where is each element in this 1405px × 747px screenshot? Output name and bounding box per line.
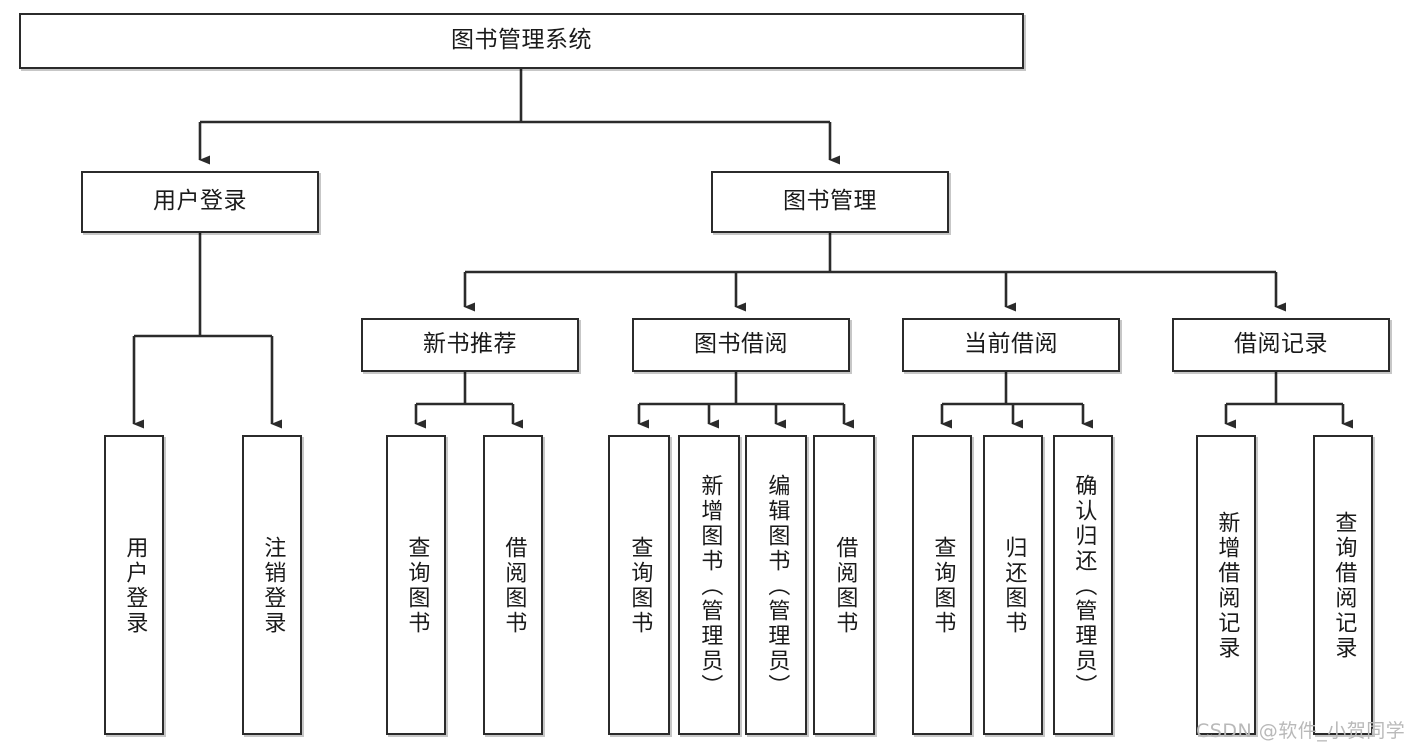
node-borrow-record[interactable]: 借阅记录 (1172, 318, 1390, 372)
node-new-book-recommend-label: 新书推荐 (423, 331, 517, 358)
node-leaf-borrow-book-recommend-label: 借阅图书 (501, 536, 527, 636)
node-current-borrow-label: 当前借阅 (964, 331, 1058, 358)
node-leaf-borrow-book-borrow[interactable]: 借阅图书 (813, 435, 875, 735)
node-leaf-query-book-borrow[interactable]: 查询图书 (608, 435, 670, 735)
node-leaf-add-borrow-record[interactable]: 新增借阅记录 (1196, 435, 1256, 735)
node-root-book-management-system[interactable]: 图书管理系统 (19, 13, 1024, 69)
node-leaf-return-book[interactable]: 归还图书 (983, 435, 1043, 735)
node-borrow-record-label: 借阅记录 (1234, 331, 1328, 358)
node-leaf-edit-book-admin-label: 编辑图书（管理员） (764, 473, 790, 699)
node-user-login[interactable]: 用户登录 (81, 171, 319, 233)
node-current-borrow[interactable]: 当前借阅 (902, 318, 1120, 372)
node-book-borrow-label: 图书借阅 (694, 331, 788, 358)
node-leaf-borrow-book-recommend[interactable]: 借阅图书 (483, 435, 543, 735)
node-book-borrow[interactable]: 图书借阅 (632, 318, 850, 372)
node-leaf-confirm-return-admin[interactable]: 确认归还（管理员） (1053, 435, 1113, 735)
node-book-management[interactable]: 图书管理 (711, 171, 949, 233)
node-book-management-label: 图书管理 (783, 188, 877, 215)
node-leaf-user-login[interactable]: 用户登录 (104, 435, 164, 735)
node-leaf-logout-login[interactable]: 注销登录 (242, 435, 302, 735)
node-leaf-edit-book-admin[interactable]: 编辑图书（管理员） (745, 435, 807, 735)
node-leaf-query-book-current-label: 查询图书 (930, 536, 956, 636)
node-leaf-borrow-book-borrow-label: 借阅图书 (832, 536, 858, 636)
node-user-login-label: 用户登录 (153, 188, 247, 215)
node-leaf-query-borrow-record-label: 查询借阅记录 (1331, 511, 1357, 661)
node-leaf-add-book-admin[interactable]: 新增图书（管理员） (678, 435, 740, 735)
node-leaf-query-book-recommend[interactable]: 查询图书 (386, 435, 446, 735)
node-root-book-management-system-label: 图书管理系统 (451, 27, 592, 54)
node-leaf-user-login-label: 用户登录 (122, 536, 148, 636)
node-leaf-return-book-label: 归还图书 (1001, 536, 1027, 636)
node-leaf-query-book-borrow-label: 查询图书 (627, 536, 653, 636)
node-leaf-add-borrow-record-label: 新增借阅记录 (1214, 511, 1240, 661)
node-new-book-recommend[interactable]: 新书推荐 (361, 318, 579, 372)
node-leaf-query-book-recommend-label: 查询图书 (404, 536, 430, 636)
node-leaf-query-borrow-record[interactable]: 查询借阅记录 (1313, 435, 1373, 735)
node-leaf-confirm-return-admin-label: 确认归还（管理员） (1071, 473, 1097, 699)
node-leaf-add-book-admin-label: 新增图书（管理员） (697, 473, 723, 699)
node-leaf-logout-login-label: 注销登录 (260, 536, 286, 636)
node-leaf-query-book-current[interactable]: 查询图书 (912, 435, 972, 735)
